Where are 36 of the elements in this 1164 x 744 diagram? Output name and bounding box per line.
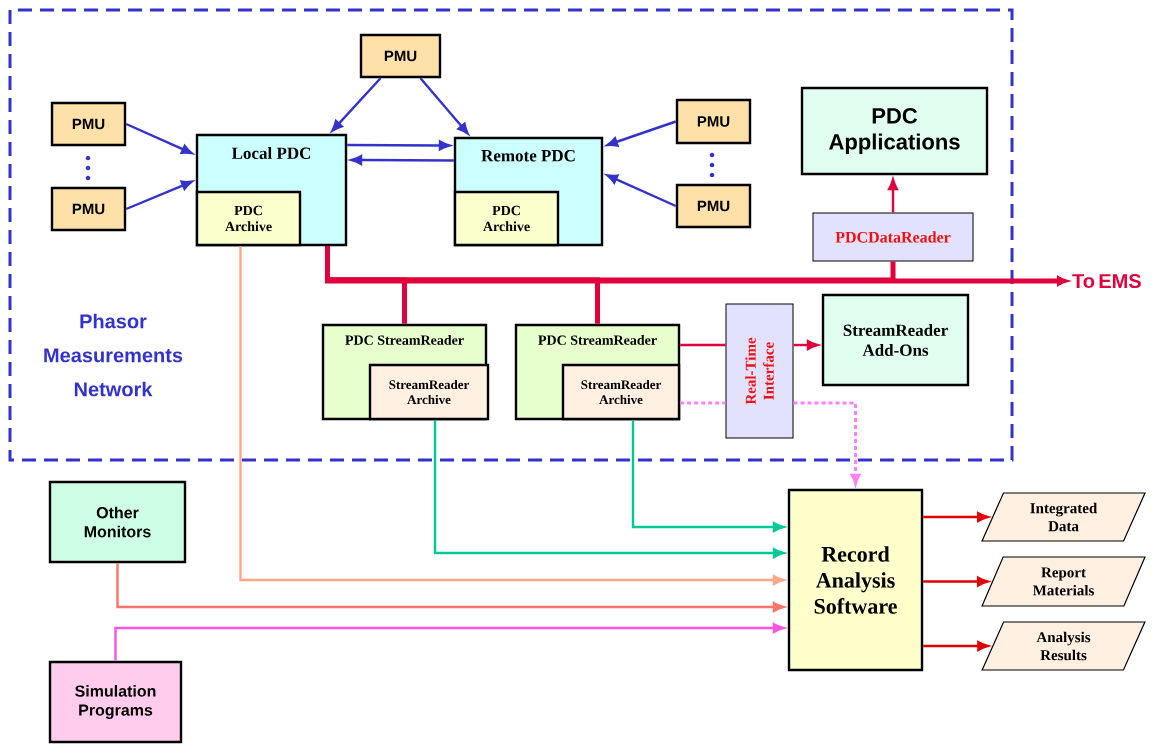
archive-box: StreamReader Archive <box>561 363 681 421</box>
arrow <box>606 174 677 208</box>
arrow <box>125 180 193 211</box>
pmu-box: PMU <box>675 98 752 145</box>
arrow <box>114 622 785 661</box>
output-parallelogram: Report Materials <box>981 556 1146 607</box>
arrow <box>350 155 454 166</box>
output-parallelogram: Integrated Data <box>981 492 1146 542</box>
arrow <box>606 120 677 147</box>
arrow <box>923 640 989 652</box>
archive-box: PDC Archive <box>453 190 560 247</box>
arrow <box>419 77 469 135</box>
application-box: PDC Applications <box>800 86 989 176</box>
archive-box: PDC Archive <box>195 190 302 247</box>
arrow <box>433 420 785 559</box>
program-box: Simulation Programs <box>48 660 183 744</box>
arrow <box>793 339 819 351</box>
pmu-box: PMU <box>50 186 127 232</box>
arrow <box>239 246 785 586</box>
add-ons-box: StreamReader Add-Ons <box>821 293 970 387</box>
reader-box: PDCDataReader <box>812 212 974 262</box>
software-box: Record Analysis Software <box>787 488 924 672</box>
archive-box: StreamReader Archive <box>368 363 490 421</box>
arrow <box>116 563 785 613</box>
monitor-box: Other Monitors <box>48 480 187 564</box>
arrow <box>125 122 193 155</box>
output-label: To EMS <box>1072 273 1141 289</box>
arrow <box>631 420 785 533</box>
arrow <box>331 77 382 132</box>
arrow <box>923 511 989 523</box>
interface-box: Real-Time Interface <box>725 303 794 439</box>
arrow <box>887 178 899 213</box>
pmu-box: PMU <box>50 101 127 147</box>
pmu-box: PMU <box>359 33 442 79</box>
pmu-box: PMU <box>675 183 752 229</box>
output-parallelogram: Analysis Results <box>981 621 1146 671</box>
